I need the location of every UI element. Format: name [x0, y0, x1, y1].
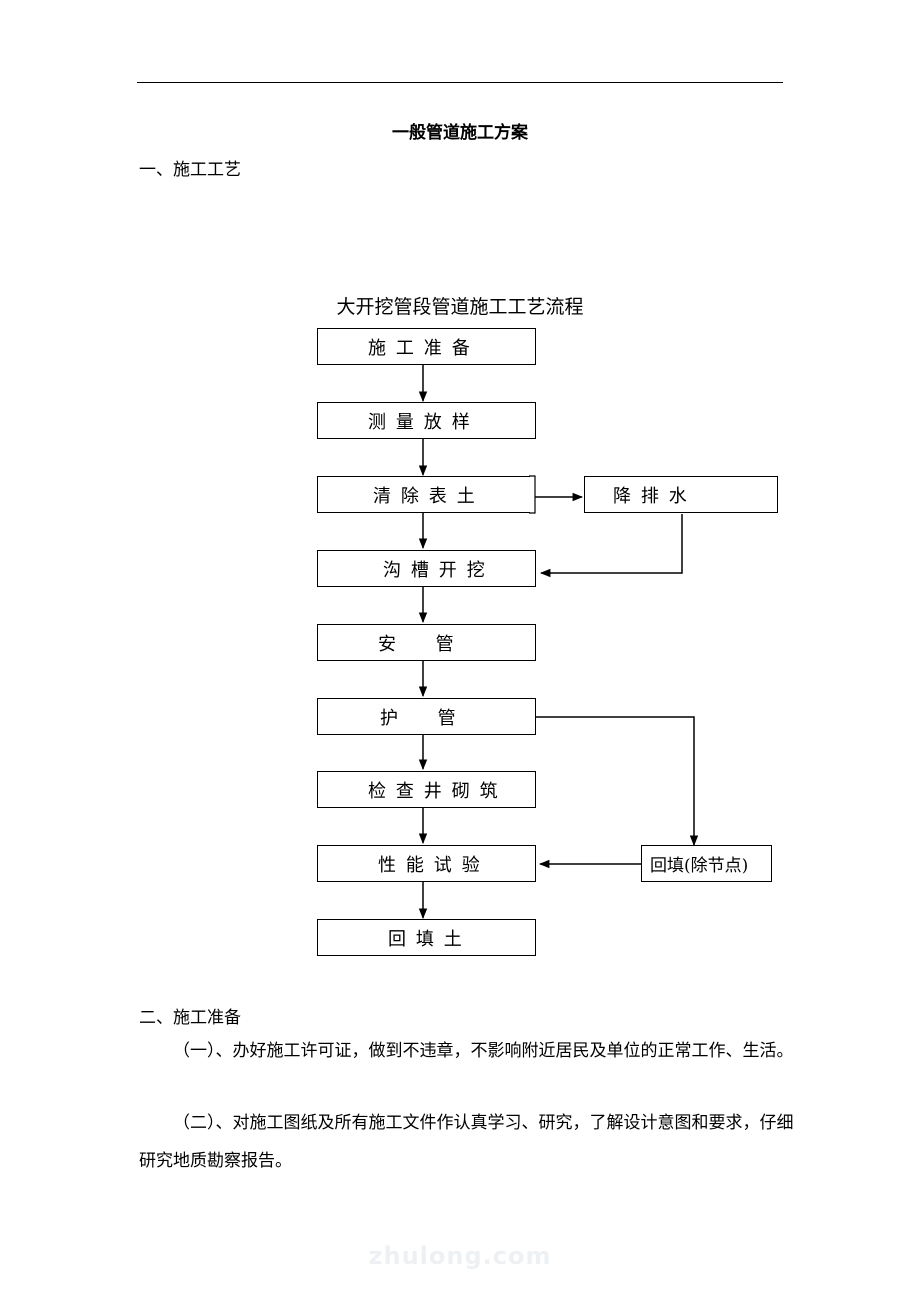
arrow-drainage-to-trench — [539, 514, 683, 578]
flow-side-drainage: 降排水 — [584, 476, 778, 513]
paragraph-permit: （一）、办好施工许可证，做到不违章，不影响附近居民及单位的正常工作、生活。 — [173, 1041, 794, 1061]
flow-step-survey: 测量放样 — [317, 402, 536, 439]
document-title: 一般管道施工方案 — [392, 123, 528, 143]
flow-step-protect-pipe: 护管 — [317, 698, 536, 735]
flow-step-label: 性能试验 — [378, 854, 490, 876]
flow-step-clear-topsoil: 清除表土 — [317, 476, 530, 513]
flow-step-lay-pipe: 安管 — [317, 624, 536, 661]
paragraph-drawings: （二）、对施工图纸及所有施工文件作认真学习、研究，了解设计意图和要求，仔细研究地… — [139, 1113, 794, 1171]
flow-side-partial-backfill: 回填(除节点) — [641, 845, 772, 882]
flow-step-label: 回填土 — [388, 928, 472, 950]
flow-step-prep: 施工准备 — [317, 328, 536, 365]
flow-step-label: 测量放样 — [368, 411, 480, 433]
flow-step-label: 护管 — [380, 707, 496, 729]
arrow-protect-to-partial-backfill — [536, 716, 699, 847]
flow-step-manhole: 检查井砌筑 — [317, 771, 536, 808]
clear-box-right-bracket — [529, 475, 536, 514]
section-heading-process: 一、施工工艺 — [139, 160, 241, 180]
flow-step-label: 降排水 — [613, 485, 697, 507]
flow-step-label: 沟槽开挖 — [383, 559, 495, 581]
flow-step-backfill: 回填土 — [317, 919, 536, 956]
watermark-logo: zhulong.com — [368, 1242, 552, 1270]
flow-step-trench: 沟槽开挖 — [317, 550, 536, 587]
section-heading-preparation: 二、施工准备 — [139, 1008, 241, 1028]
flow-step-label: 安管 — [378, 633, 494, 655]
flow-step-label: 回填(除节点) — [650, 856, 749, 876]
flowchart-title: 大开挖管段管道施工工艺流程 — [336, 296, 584, 318]
flow-step-label: 检查井砌筑 — [368, 780, 508, 802]
flow-step-label: 施工准备 — [368, 337, 480, 359]
flow-step-label: 清除表土 — [373, 485, 485, 507]
header-rule — [137, 82, 783, 83]
flow-step-performance-test: 性能试验 — [317, 845, 536, 882]
